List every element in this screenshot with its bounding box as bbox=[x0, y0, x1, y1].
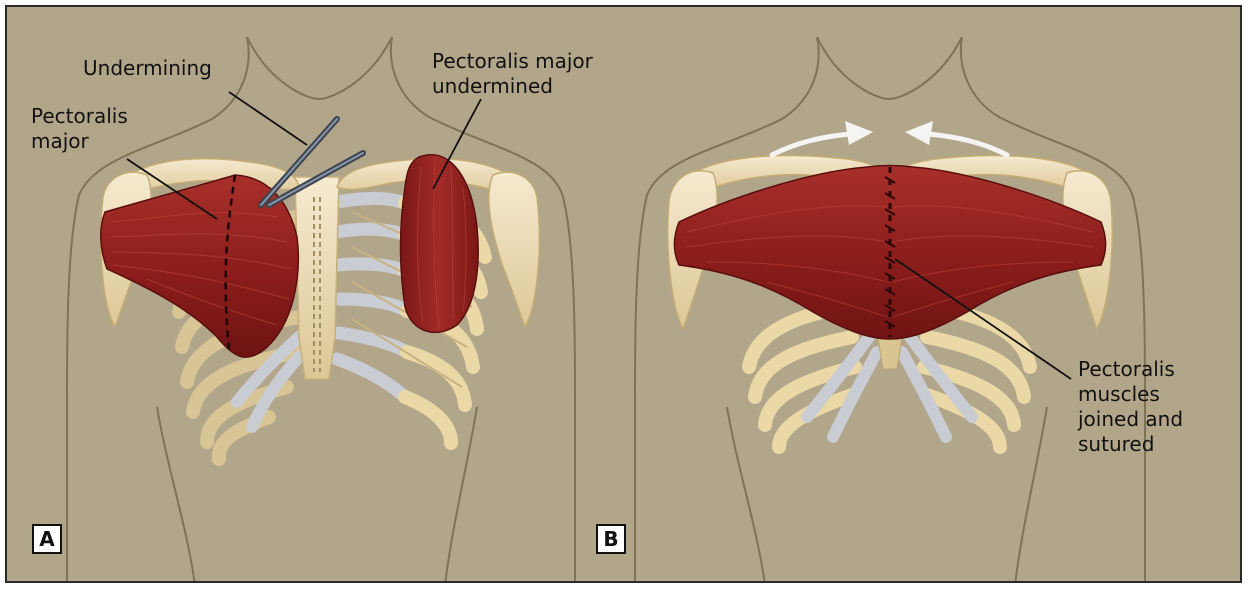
arrow-left-icon bbox=[905, 121, 1007, 155]
label-pectoralis-joined: Pectoralis muscles joined and sutured bbox=[1078, 357, 1183, 457]
sternum-a bbox=[295, 177, 339, 379]
panel-a-illustration bbox=[67, 37, 575, 583]
panel-b-illustration bbox=[635, 37, 1145, 583]
panel-tag-a: A bbox=[32, 524, 62, 554]
arrow-right-icon bbox=[772, 121, 873, 155]
label-pectoralis-major: Pectoralis major bbox=[31, 104, 128, 154]
figure-frame: Undermining Pectoralis major Pectoralis … bbox=[5, 5, 1242, 583]
anatomy-illustration bbox=[7, 7, 1242, 583]
panel-tag-b: B bbox=[596, 524, 626, 554]
pectoralis-joined-b bbox=[675, 166, 1106, 340]
label-undermining: Undermining bbox=[83, 56, 212, 81]
label-pectoralis-major-undermined: Pectoralis major undermined bbox=[432, 49, 593, 99]
